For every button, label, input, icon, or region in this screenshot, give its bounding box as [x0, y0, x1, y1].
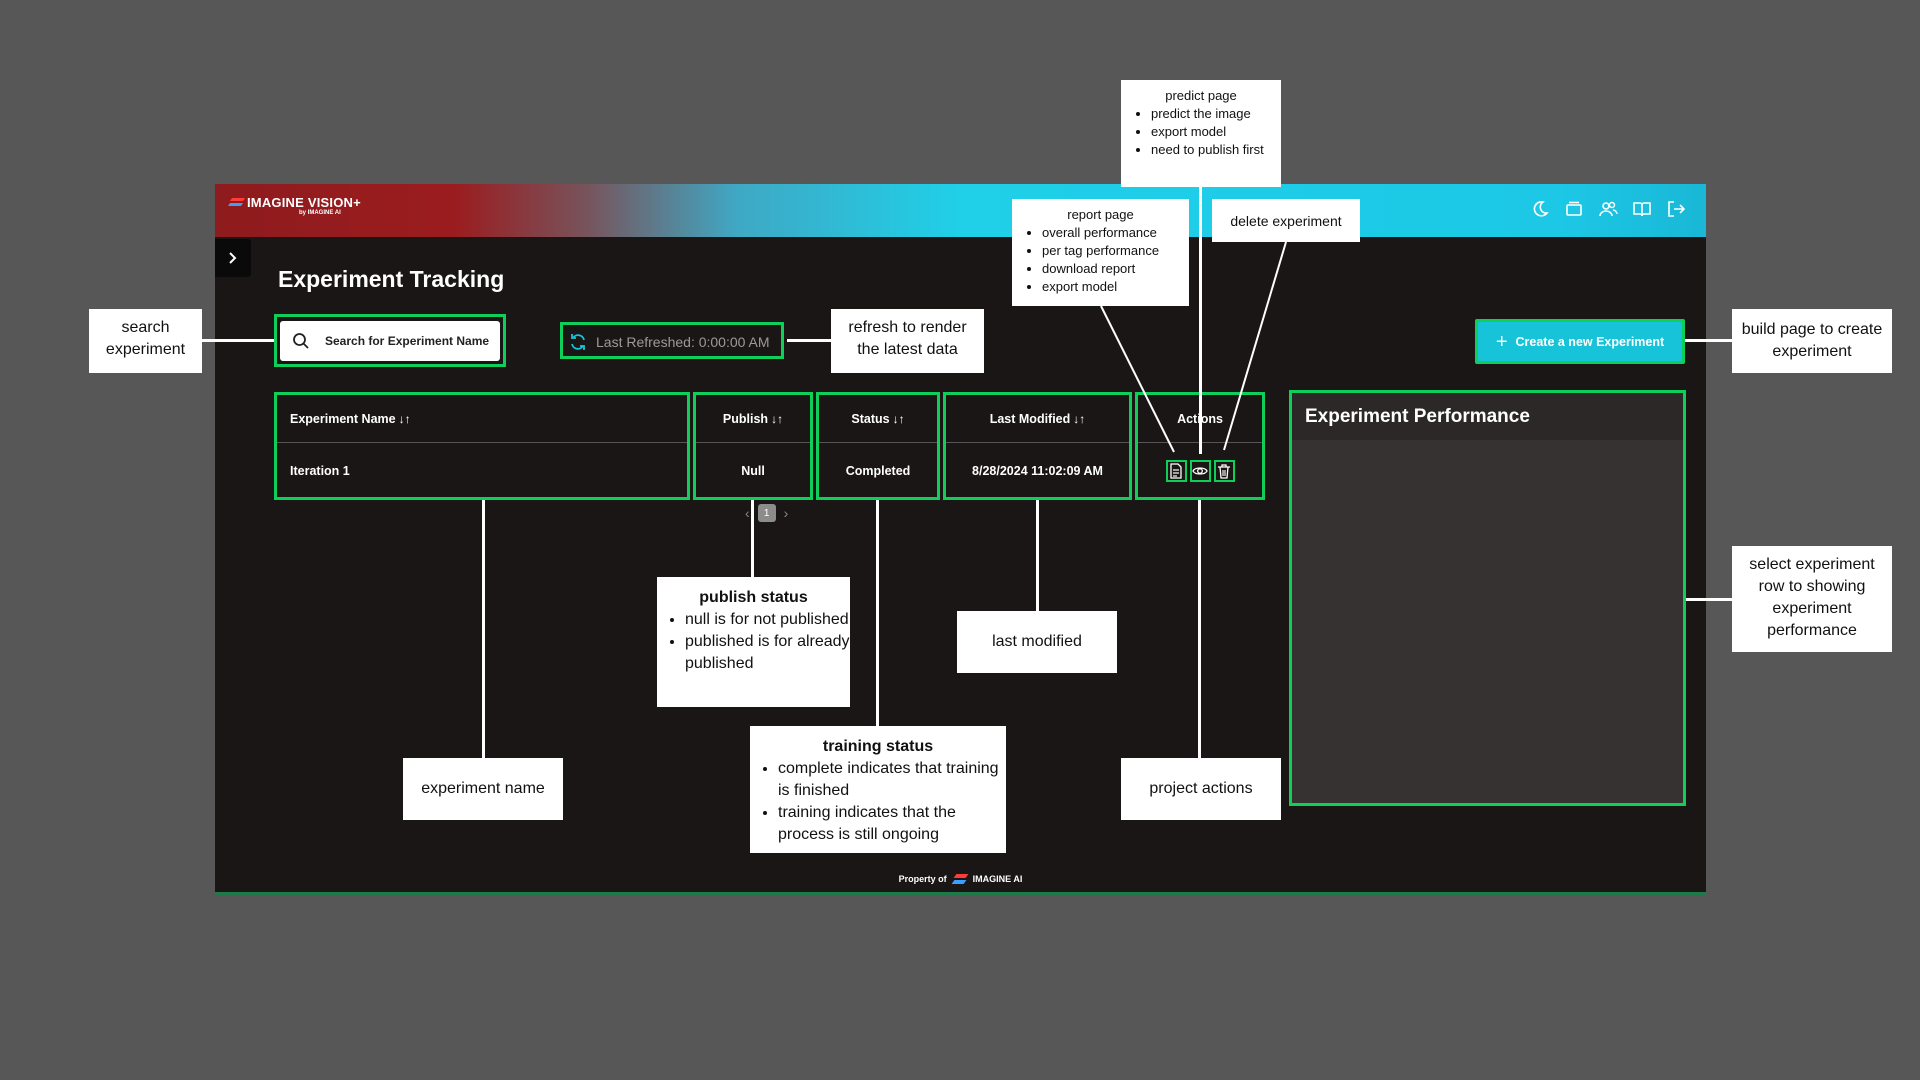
header-status[interactable]: Status↓↑ [819, 395, 937, 443]
layers-icon[interactable] [1564, 199, 1584, 219]
connector-diagonals [1100, 241, 1287, 453]
top-icons [1530, 199, 1686, 219]
top-bar: IMAGINE VISION+ by IMAGINE AI [215, 184, 1706, 237]
column-publish: Publish↓↑ Null [693, 392, 813, 500]
annotation-select-row: select experiment row to showing experim… [1732, 546, 1892, 652]
pagination: ‹ 1 › [745, 504, 788, 522]
connector-line [1685, 339, 1732, 342]
chevron-right-icon [229, 252, 237, 264]
last-refreshed-text: Last Refreshed: 0:00:00 AM [596, 334, 770, 350]
refresh-icon [571, 334, 585, 350]
connector-line [1199, 186, 1202, 454]
header-publish[interactable]: Publish↓↑ [696, 395, 810, 443]
sort-icon: ↓↑ [1073, 411, 1086, 426]
column-last-modified: Last Modified↓↑ 8/28/2024 11:02:09 AM [943, 392, 1132, 500]
annotation-training: training status complete indicates that … [750, 726, 1006, 853]
trash-icon[interactable] [1213, 459, 1235, 482]
search-input[interactable]: Search for Experiment Name [280, 321, 500, 361]
page-title: Experiment Tracking [278, 266, 505, 292]
footer: Property of IMAGINE AI [215, 872, 1706, 886]
cell-status: Completed [845, 463, 911, 478]
chevron-left-icon[interactable]: ‹ [745, 505, 750, 521]
plus-icon: + [1495, 330, 1508, 353]
moon-icon[interactable] [1530, 199, 1550, 219]
experiment-performance-panel[interactable]: Experiment Performance [1289, 390, 1686, 806]
header-last-modified[interactable]: Last Modified↓↑ [946, 395, 1129, 443]
logo-text: IMAGINE VISION+ [247, 195, 361, 210]
connector-line [787, 339, 831, 342]
table-cell[interactable]: Null [696, 443, 810, 498]
annotation-search: search experiment [89, 309, 202, 373]
chevron-right-icon[interactable]: › [783, 505, 789, 521]
connector-line [1198, 500, 1201, 758]
connector-line [202, 339, 274, 342]
page-number[interactable]: 1 [757, 504, 776, 522]
search-highlight: Search for Experiment Name [274, 314, 506, 367]
connector-line [1036, 500, 1039, 611]
logout-icon[interactable] [1666, 199, 1686, 219]
annotation-predict-list: predict the image export model need to p… [1121, 105, 1281, 159]
column-experiment-name: Experiment Name↓↑ Iteration 1 [274, 392, 690, 500]
sidebar-toggle-button[interactable] [215, 239, 251, 277]
action-icons [1138, 459, 1262, 482]
cell-experiment-name: Iteration 1 [290, 463, 350, 478]
annotation-delete: delete experiment [1212, 199, 1360, 242]
annotation-report: report page overall performance per tag … [1012, 199, 1189, 306]
connector-line [876, 500, 879, 726]
logo-mark-icon [227, 197, 246, 209]
annotation-build: build page to create experiment [1732, 309, 1892, 373]
eye-icon[interactable] [1189, 459, 1211, 482]
performance-header: Experiment Performance [1292, 393, 1683, 440]
annotation-report-list: overall performance per tag performance … [1012, 224, 1189, 296]
annotation-project-actions: project actions [1121, 758, 1281, 820]
create-experiment-button[interactable]: + Create a new Experiment [1475, 319, 1685, 364]
book-icon[interactable] [1632, 199, 1652, 219]
search-icon [293, 333, 309, 349]
connector-line [482, 500, 485, 758]
header-experiment-name[interactable]: Experiment Name↓↑ [277, 395, 687, 443]
annotation-publish: publish status null is for not published… [657, 577, 850, 707]
annotation-publish-list: null is for not published published is f… [657, 609, 850, 675]
annotation-experiment-name: experiment name [403, 758, 563, 820]
report-icon[interactable] [1165, 459, 1187, 482]
create-experiment-label: Create a new Experiment [1515, 334, 1665, 349]
annotation-training-list: complete indicates that training is fini… [750, 758, 1006, 846]
table-cell[interactable]: 8/28/2024 11:02:09 AM [946, 443, 1129, 498]
table-row[interactable]: Iteration 1 [277, 443, 687, 498]
annotation-refresh: refresh to render the latest data [831, 309, 984, 373]
annotation-last-modified: last modified [957, 611, 1117, 673]
cell-last-modified: 8/28/2024 11:02:09 AM [972, 463, 1103, 478]
logo: IMAGINE VISION+ by IMAGINE AI [227, 195, 361, 216]
search-placeholder: Search for Experiment Name [325, 334, 490, 348]
cell-publish: Null [741, 463, 765, 478]
table-cell[interactable]: Completed [819, 443, 937, 498]
logo-subtitle: by IMAGINE AI [299, 210, 341, 216]
table-cell [1138, 443, 1262, 498]
footer-prefix: Property of [898, 874, 947, 884]
column-status: Status↓↑ Completed [816, 392, 940, 500]
refresh-button[interactable]: Last Refreshed: 0:00:00 AM [560, 322, 784, 359]
sort-icon: ↓↑ [892, 411, 905, 426]
footer-logo-icon [951, 872, 969, 886]
users-icon[interactable] [1598, 199, 1618, 219]
annotation-predict: predict page predict the image export mo… [1121, 80, 1281, 187]
connector-line [751, 500, 754, 577]
sort-icon: ↓↑ [771, 411, 784, 426]
footer-brand: IMAGINE AI [972, 874, 1023, 884]
sort-icon: ↓↑ [398, 411, 411, 426]
performance-title: Experiment Performance [1305, 406, 1530, 427]
connector-line [1686, 598, 1732, 601]
